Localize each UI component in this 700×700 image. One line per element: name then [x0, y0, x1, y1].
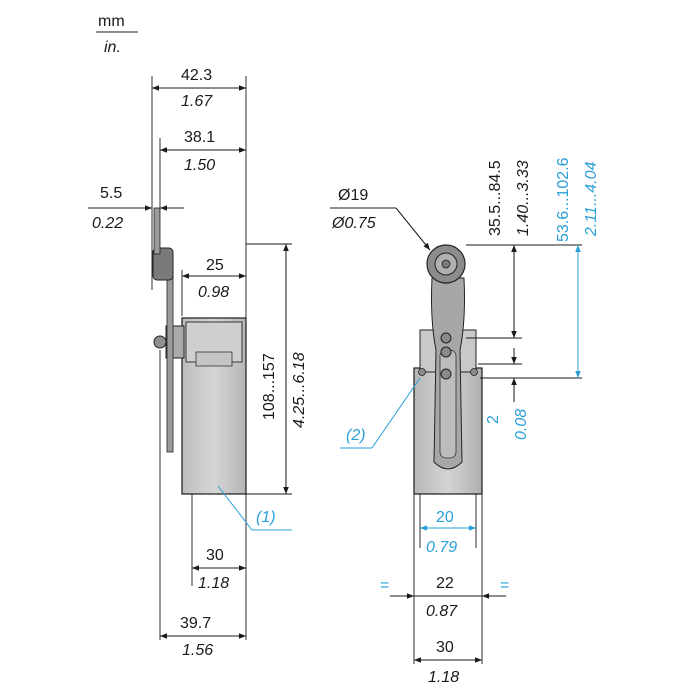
- dim-front-30-mm: 30: [436, 639, 454, 656]
- dim-39-7-mm: 39.7: [180, 615, 211, 632]
- dim-39-7-in: 1.56: [182, 642, 213, 659]
- front-screw-mid: [440, 346, 452, 358]
- dim-30-side-in: 1.18: [198, 575, 229, 592]
- unit-in: in.: [104, 39, 121, 56]
- front-screw-top: [440, 332, 452, 344]
- side-lever-rod: [166, 261, 174, 453]
- equal-mark-right: =: [500, 577, 509, 594]
- dim-108-157-mm: 108...157: [261, 353, 278, 420]
- callout-2: (2): [346, 427, 366, 444]
- dim-roller-mm: Ø19: [338, 187, 368, 204]
- equal-mark-left: =: [380, 577, 389, 594]
- dim-108-157-in: 4.25...6.18: [291, 352, 308, 428]
- side-view: 42.3 1.67 38.1 1.50 5.5 0.22 25 0.98 108…: [88, 67, 308, 659]
- dim-travel-1-in: 1.40...3.33: [515, 160, 532, 236]
- dim-roller-in: Ø0.75: [331, 215, 376, 232]
- dim-offset-in: 0.08: [513, 409, 530, 440]
- dim-offset-mm: 2: [485, 415, 502, 424]
- dim-travel-2-mm: 53.6...102.6: [555, 157, 572, 242]
- front-view: Ø19 Ø0.75 35.5...84.5 1.40...3.33 53.6..…: [330, 157, 600, 686]
- units-legend: mm in.: [96, 13, 138, 56]
- dim-head-width-in: 0.79: [426, 539, 457, 556]
- side-roller: [152, 247, 174, 281]
- dim-38-1-mm: 38.1: [184, 129, 215, 146]
- dim-5-5-in: 0.22: [92, 215, 123, 232]
- dim-42-3-mm: 42.3: [181, 67, 212, 84]
- dim-head-width-mm: 20: [436, 509, 454, 526]
- dim-30-side-mm: 30: [206, 547, 224, 564]
- unit-mm: mm: [98, 13, 125, 30]
- front-screw-low: [440, 368, 452, 380]
- dim-42-3-in: 1.67: [181, 93, 213, 110]
- dim-25-in: 0.98: [198, 284, 229, 301]
- dim-travel-1-mm: 35.5...84.5: [487, 160, 504, 236]
- dim-centered-mm: 22: [436, 575, 454, 592]
- dim-travel-2-in: 2.11...4.04: [583, 161, 600, 237]
- callout-1: (1): [256, 509, 276, 526]
- dim-38-1-in: 1.50: [184, 157, 215, 174]
- dim-centered-in: 0.87: [426, 603, 458, 620]
- dim-front-30-in: 1.18: [428, 669, 459, 686]
- dim-25-mm: 25: [206, 257, 224, 274]
- dim-5-5-mm: 5.5: [100, 185, 122, 202]
